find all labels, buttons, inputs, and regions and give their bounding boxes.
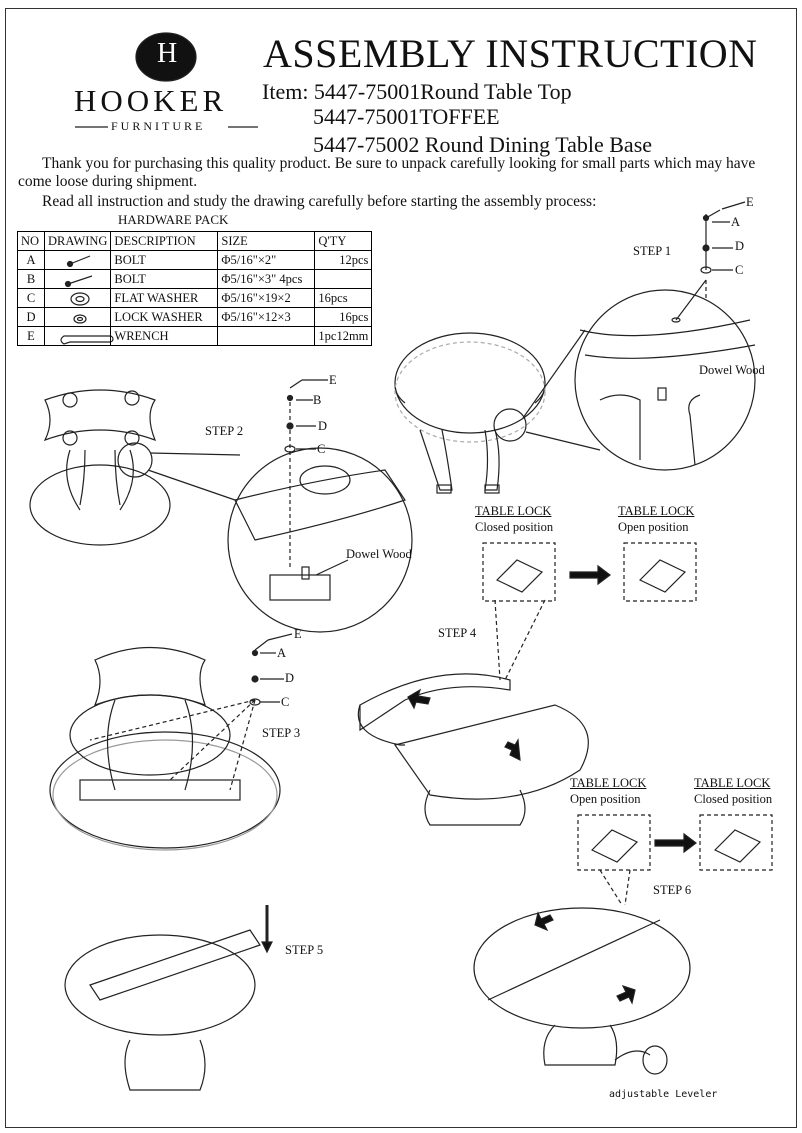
brand-monogram: H: [157, 38, 178, 69]
step3-drawing: [49, 633, 293, 851]
step-6-label: STEP 6: [653, 883, 692, 897]
letter-b: B: [313, 393, 322, 407]
step-3-label: STEP 3: [262, 726, 301, 740]
col-no: NO: [17, 231, 45, 251]
step2-base-drawing: [29, 379, 413, 633]
lock-step6-closed: TABLE LOCK Closed position: [694, 776, 773, 806]
letter-d: D: [285, 671, 295, 685]
dowel-label-step1: Dowel Wood: [699, 363, 765, 377]
step-5-label: STEP 5: [285, 943, 324, 957]
step6-drawing: [473, 814, 773, 1075]
intro-text: Thank you for purchasing this quality pr…: [18, 155, 788, 211]
letter-e: E: [294, 627, 302, 641]
letter-d: D: [318, 419, 328, 433]
step-2-label: STEP 2: [205, 424, 244, 438]
brand-subtitle: FURNITURE: [111, 119, 206, 133]
letter-e: E: [746, 195, 754, 209]
step-4-label: STEP 4: [438, 626, 477, 640]
lock-step6-open: TABLE LOCK Open position: [570, 776, 647, 806]
col-description: DESCRIPTION: [110, 231, 219, 251]
col-drawing: DRAWING: [43, 231, 112, 251]
col-qty: Q'TY: [314, 231, 373, 251]
letter-c: C: [281, 695, 290, 709]
table-header-row: NO DRAWING DESCRIPTION SIZE Q'TY: [17, 231, 373, 251]
item-line-3: 5447-75002 Round Dining Table Base: [313, 132, 653, 157]
col-size: SIZE: [217, 231, 316, 251]
letter-c: C: [735, 263, 744, 277]
lock-step4-closed: TABLE LOCK Closed position: [475, 504, 554, 534]
letter-e: E: [329, 373, 337, 387]
item-line-1: Item: 5447-75001Round Table Top: [262, 79, 572, 104]
brand-name: HOOKER: [74, 83, 228, 118]
letter-a: A: [731, 215, 741, 229]
leveler-label: adjustable Leveler: [609, 1089, 718, 1100]
step1-table-drawing: [394, 201, 756, 494]
page-title: ASSEMBLY INSTRUCTION: [263, 31, 758, 76]
letter-c: C: [317, 442, 326, 456]
intro-paragraph-1: Thank you for purchasing this quality pr…: [18, 155, 756, 190]
step4-drawing: [357, 542, 697, 826]
hardware-heading: HARDWARE PACK: [118, 212, 229, 227]
instruction-sheet: [5, 8, 797, 1128]
step-1-label: STEP 1: [633, 244, 672, 258]
letter-a: A: [277, 646, 287, 660]
letter-d: D: [735, 239, 745, 253]
logo-monogram-icon: [135, 32, 197, 82]
dowel-label-step2: Dowel Wood: [346, 547, 412, 561]
step5-drawing: [64, 905, 273, 1091]
lock-step4-open: TABLE LOCK Open position: [618, 504, 695, 534]
intro-paragraph-2: Read all instruction and study the drawi…: [42, 193, 597, 210]
item-line-2: 5447-75001TOFFEE: [313, 104, 500, 129]
